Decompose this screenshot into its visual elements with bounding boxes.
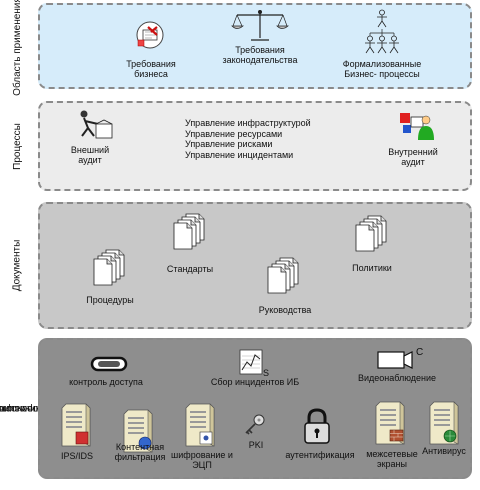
process-item-resources: Управление ресурсами [185, 128, 283, 139]
business-requirements-line2: бизнеса [134, 69, 168, 79]
side-label-tech-text: Технические средства информационной безо… [0, 357, 60, 460]
side-label-processes: Процессы [0, 101, 34, 191]
antivirus-label: Антивирус [422, 446, 466, 456]
side-label-processes-text: Процессы [11, 122, 23, 170]
process-item-risks: Управление рисками [185, 139, 273, 149]
video-label: Видеонаблюдение [357, 373, 437, 383]
business-requirements-icon [136, 21, 164, 49]
content-filter-line1: Контентная [115, 442, 165, 452]
firewall-line2: экраны [377, 459, 407, 469]
padlock-icon [304, 408, 330, 444]
legal-requirements-line1: Требования [235, 45, 285, 55]
processes-panel [38, 101, 472, 191]
org-chart-icon [364, 9, 400, 54]
crypto-line2: ЭЦП [192, 460, 212, 470]
crypto-label: шифрование и ЭЦП [170, 450, 234, 470]
internal-audit-line2: аудит [401, 157, 425, 167]
content-filter-server-icon [123, 409, 153, 453]
policies-docs-icon [356, 216, 388, 254]
business-requirements-line1: Требования [126, 59, 176, 69]
external-audit-line2: аудит [78, 155, 102, 165]
guides-label: Руководства [258, 305, 312, 315]
internal-audit-label: Внутренний аудит [388, 147, 438, 167]
internal-audit-line1: Внутренний [388, 147, 438, 157]
standards-docs-icon [174, 214, 206, 252]
pki-key-icon [245, 414, 265, 435]
video-camera-icon: C [377, 347, 423, 369]
formal-processes-line1: Формализованные [342, 59, 422, 69]
business-requirements-label: Требования бизнеса [116, 59, 186, 79]
antivirus-server-icon [429, 401, 459, 445]
firewall-server-icon [375, 401, 405, 445]
procedures-docs-icon [94, 250, 126, 288]
guides-docs-icon [268, 258, 300, 296]
side-label-tech: Технические средства информационной безо… [0, 338, 60, 479]
access-control-icon [90, 356, 128, 372]
incidents-label: Сбор инцидентов ИБ [210, 377, 300, 387]
policies-label: Политики [352, 263, 392, 273]
pki-label: PKI [248, 440, 264, 450]
legal-requirements-label: Требования законодательства [220, 45, 300, 65]
procedures-label: Процедуры [86, 295, 134, 305]
standards-label: Стандарты [166, 264, 214, 274]
content-filter-line2: фильтрация [114, 452, 166, 462]
crypto-server-icon [185, 403, 215, 447]
process-list: Управление инфраструктурой Управление ре… [185, 118, 311, 160]
auth-label: аутентификация [285, 450, 355, 460]
chart-mark: S [263, 368, 269, 378]
content-filter-label: Контентная фильтрация [110, 442, 170, 462]
side-label-documents: Документы [0, 202, 34, 329]
ips-server-icon [61, 403, 91, 447]
ips-label: IPS/IDS [60, 451, 93, 461]
crypto-line1: шифрование и [171, 450, 233, 460]
process-item-incidents: Управление инцидентами [185, 149, 294, 160]
scales-icon [231, 10, 289, 41]
scope-panel [38, 3, 472, 89]
firewall-label: межсетевые экраны [360, 449, 424, 469]
internal-audit-icon [400, 113, 434, 140]
side-label-scope-text: Область применения [11, 0, 23, 96]
incident-chart-icon: S [239, 349, 269, 378]
side-label-documents-text: Документы [11, 239, 23, 292]
access-control-label: контроль доступа [69, 377, 143, 387]
camera-mark: C [416, 347, 423, 358]
formal-processes-line2: Бизнес- процессы [344, 69, 420, 79]
formal-processes-label: Формализованные Бизнес- процессы [332, 59, 432, 79]
external-audit-icon [80, 110, 113, 139]
external-audit-line1: Внешний [70, 145, 110, 155]
legal-requirements-line2: законодательства [222, 55, 298, 65]
external-audit-label: Внешний аудит [70, 145, 110, 165]
firewall-line1: межсетевые [366, 449, 418, 459]
process-item-infrastructure: Управление инфраструктурой [185, 118, 311, 128]
side-label-scope: Область применения [0, 0, 34, 95]
